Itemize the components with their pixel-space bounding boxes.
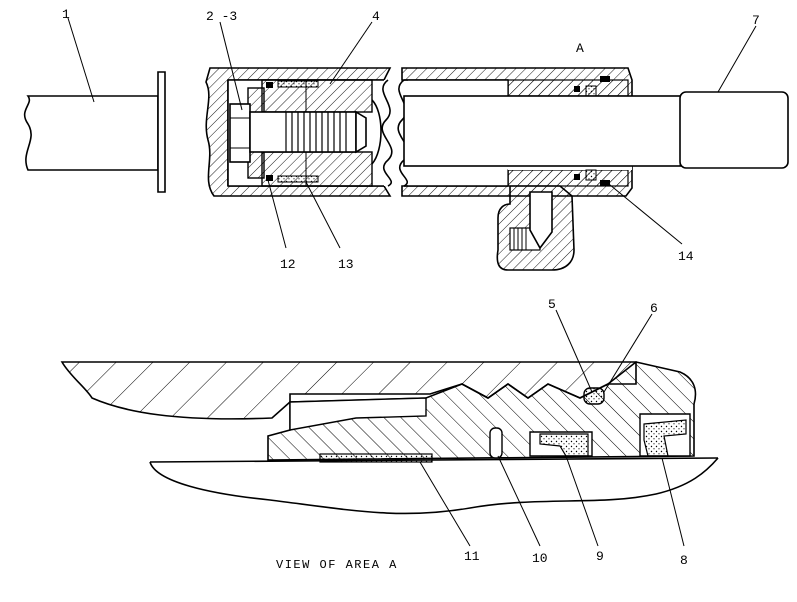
callout-8: 8 — [680, 553, 688, 568]
callout-4: 4 — [372, 9, 380, 24]
caption: VIEW OF AREA A — [276, 558, 398, 572]
bolt-part-2-3 — [229, 103, 367, 163]
rod-part-7 — [403, 91, 789, 169]
callout-10: 10 — [532, 551, 548, 566]
oring-part-5 — [583, 387, 605, 405]
view-label-a: A — [576, 41, 584, 56]
ring-part-13-top — [277, 80, 319, 88]
callout-11: 11 — [464, 549, 480, 564]
callout-9: 9 — [596, 549, 604, 564]
leader-lines — [67, 17, 757, 547]
rod-part-1 — [23, 71, 166, 193]
callout-labels: 1 2 -3 4 5 6 7 8 9 10 11 12 13 14 A VIEW… — [62, 7, 760, 572]
callout-12: 12 — [280, 257, 296, 272]
callout-2-3: 2 -3 — [206, 9, 237, 24]
bearing-part-11 — [319, 453, 433, 463]
ring-part-10 — [489, 427, 503, 459]
callout-5: 5 — [548, 297, 556, 312]
seal-part-8 — [643, 419, 687, 457]
ring-part-13 — [277, 175, 319, 183]
callout-1: 1 — [62, 7, 70, 22]
callout-14: 14 — [678, 249, 694, 264]
callout-13: 13 — [338, 257, 354, 272]
callout-6: 6 — [650, 301, 658, 316]
callout-7: 7 — [752, 13, 760, 28]
seal-part-12 — [266, 175, 273, 181]
seal-part-12-top — [266, 82, 273, 88]
detail-view-area-a — [60, 361, 719, 515]
top-assembly — [23, 67, 789, 271]
port-fitting — [496, 185, 575, 271]
